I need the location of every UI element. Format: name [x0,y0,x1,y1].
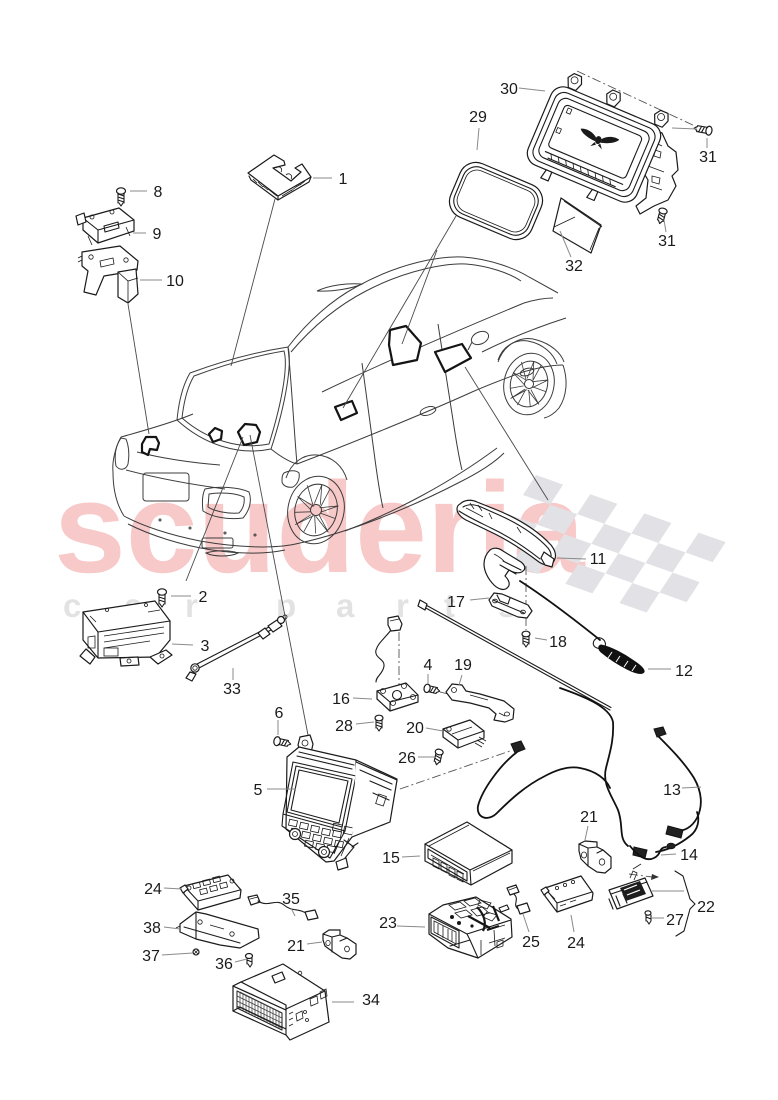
svg-text:35: 35 [282,891,300,908]
svg-text:5: 5 [254,782,263,799]
svg-text:c: c [63,587,81,624]
svg-text:30: 30 [500,81,518,98]
svg-text:r: r [185,587,198,624]
svg-text:34: 34 [362,992,380,1009]
svg-text:1: 1 [339,171,348,188]
svg-text:17: 17 [447,594,465,611]
svg-text:27: 27 [666,912,684,929]
svg-text:4: 4 [424,657,433,674]
svg-text:10: 10 [166,273,184,290]
svg-text:21: 21 [580,809,598,826]
svg-text:19: 19 [454,657,472,674]
svg-text:20: 20 [406,720,424,737]
svg-text:14: 14 [680,847,698,864]
svg-text:24: 24 [144,881,162,898]
svg-text:13: 13 [663,782,681,799]
svg-text:24: 24 [567,935,585,952]
svg-text:23: 23 [379,915,397,932]
svg-text:12: 12 [675,663,693,680]
svg-text:21: 21 [287,938,305,955]
svg-text:36: 36 [215,956,233,973]
svg-text:37: 37 [142,948,160,965]
svg-text:31: 31 [658,233,676,250]
svg-text:r: r [396,587,409,624]
svg-text:t: t [444,587,455,624]
svg-text:3: 3 [201,638,210,655]
svg-text:29: 29 [469,109,487,126]
svg-text:8: 8 [154,184,163,201]
svg-text:28: 28 [335,718,353,735]
svg-text:6: 6 [275,705,284,722]
svg-text:18: 18 [549,634,567,651]
svg-text:15: 15 [382,850,400,867]
svg-text:a: a [336,587,355,624]
svg-text:16: 16 [332,691,350,708]
svg-text:2: 2 [199,589,208,606]
svg-text:9: 9 [153,226,162,243]
svg-text:31: 31 [699,149,717,166]
svg-text:11: 11 [590,551,607,568]
svg-text:26: 26 [398,750,416,767]
svg-text:22: 22 [697,899,715,916]
svg-text:38: 38 [143,920,161,937]
svg-text:25: 25 [522,934,540,951]
svg-text:32: 32 [565,258,583,275]
svg-text:33: 33 [223,681,241,698]
